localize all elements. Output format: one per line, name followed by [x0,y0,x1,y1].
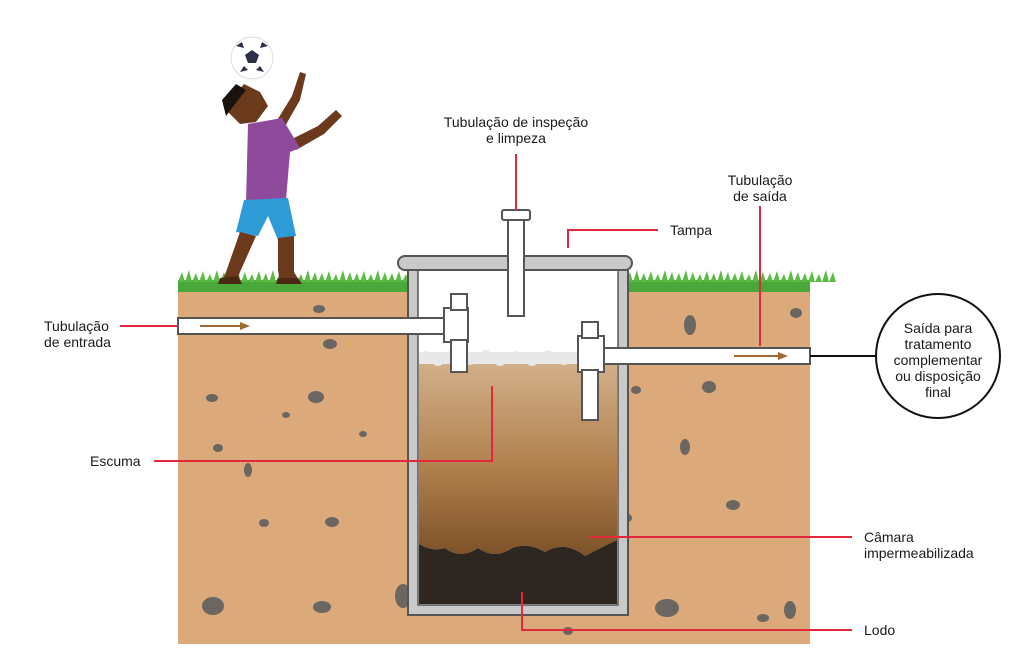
inlet-pipe-label: Tubulação de entrada [44,318,111,350]
scum-layer [419,350,617,366]
inspection-pipe [501,209,531,317]
stones [202,305,802,635]
soccer-ball-icon [230,36,274,80]
destination-label-line5: final [925,384,951,400]
destination-label: Saída para tratamento complementar ou di… [876,320,1000,400]
scum-label: Escuma [90,453,141,469]
chamber-label-line1: Câmara [864,529,914,545]
destination-label-line2: tratamento [904,336,972,352]
liquid-layer [419,362,617,556]
chamber-label-line2: impermeabilizada [864,545,974,561]
inspection-pipe-label-line2: e limpeza [486,130,546,146]
chamber-label: Câmara impermeabilizada [864,529,974,561]
inspection-pipe-label: Tubulação de inspeção e limpeza [444,114,588,146]
outlet-pipe-label-line2: de saída [733,188,787,204]
outlet-pipe-label: Tubulação de saída [728,172,793,204]
inspection-pipe-label-line1: Tubulação de inspeção [443,114,589,130]
outlet-pipe-label-line1: Tubulação [727,172,793,188]
destination-circle [875,293,1001,419]
inlet-pipe-label-line1: Tubulação [44,318,109,334]
sludge-label: Lodo [864,622,896,638]
inlet-pipe-label-line2: de entrada [44,334,111,350]
callout-lines [120,154,852,631]
destination-label-line3: complementar [893,352,983,368]
sludge-layer [419,540,617,604]
destination-label-line4: ou disposição [895,368,981,384]
destination-label-line1: Saída para [903,320,973,336]
child-playing-illustration [218,36,342,284]
inlet-pipe [177,293,469,373]
lid-label: Tampa [670,222,713,238]
